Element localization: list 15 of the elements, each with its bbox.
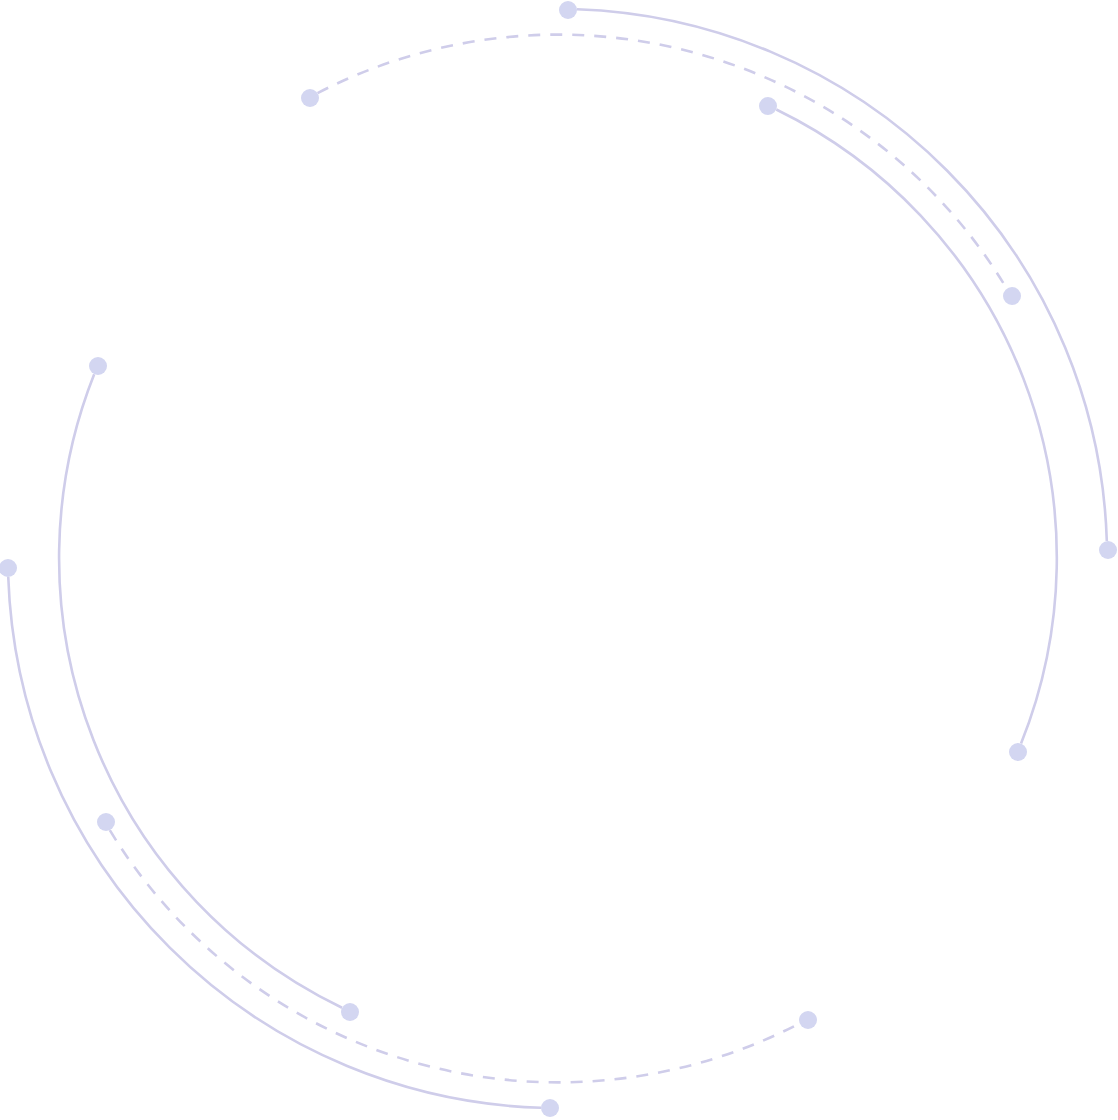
endpoint-dot xyxy=(1009,743,1027,761)
endpoint-dot xyxy=(89,357,107,375)
endpoint-dot xyxy=(1099,541,1117,559)
arc-line xyxy=(57,373,343,1009)
endpoint-dot xyxy=(301,89,319,107)
arc-line xyxy=(576,7,1109,542)
arc-line xyxy=(6,576,542,1110)
endpoint-dot xyxy=(1003,287,1021,305)
endpoint-dot xyxy=(559,1,577,19)
arc-line xyxy=(775,108,1058,744)
endpoint-dot xyxy=(97,813,115,831)
endpoint-dot xyxy=(341,1003,359,1021)
endpoint-dot xyxy=(759,97,777,115)
endpoint-dot xyxy=(541,1099,559,1117)
endpoint-dot xyxy=(799,1011,817,1029)
